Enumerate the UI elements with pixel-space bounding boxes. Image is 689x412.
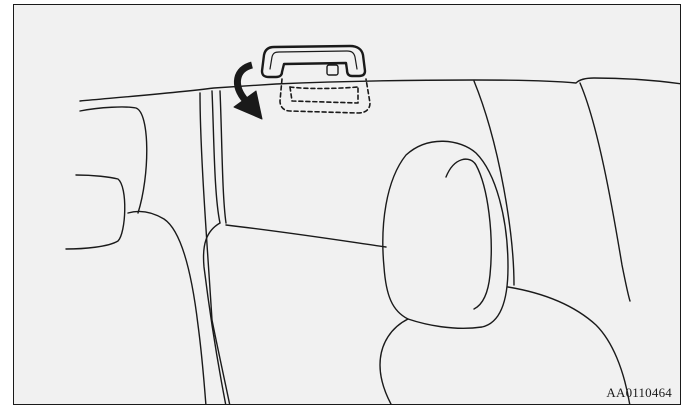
left-seat-top (80, 107, 147, 213)
right-headrest-outline (383, 141, 508, 328)
figure-code-label: AA0110464 (606, 386, 672, 399)
right-seatback-left (380, 319, 408, 405)
roof-edge-line (80, 78, 681, 101)
pillar-inner-edge (220, 91, 226, 223)
assist-grip-down-position (280, 79, 370, 113)
grip-clip (327, 65, 338, 75)
assist-grip (262, 46, 365, 77)
pillar-right-edge (212, 91, 220, 223)
curved-arrow-down-icon (234, 65, 262, 119)
left-seat-shoulder (128, 211, 206, 405)
illustration-frame: AA0110464 (13, 4, 681, 405)
vehicle-interior-illustration (14, 5, 681, 405)
grip-dashed-inner (290, 87, 358, 103)
right-headrest-inner (446, 159, 491, 309)
grip-dashed-outer (280, 79, 370, 113)
grip-dashed-link (290, 87, 358, 89)
window-sill-line (226, 225, 386, 247)
left-headrest-outline (66, 175, 125, 249)
grip-outer-outline (262, 46, 365, 77)
c-pillar-right-edge (580, 83, 630, 301)
